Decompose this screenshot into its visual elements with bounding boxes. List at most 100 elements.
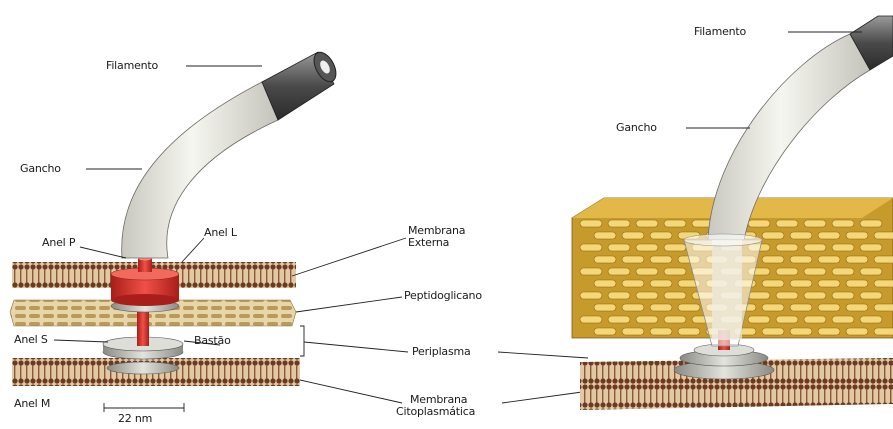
peptidoglycan-cell xyxy=(636,316,658,323)
peptidoglycan-cell xyxy=(762,232,784,239)
peptidoglycan-cell xyxy=(664,268,686,275)
peptidoglycan-cell xyxy=(664,220,686,227)
peptidoglycan-cell xyxy=(790,232,812,239)
peptidoglycan-cell xyxy=(818,256,840,263)
peptidoglycan-cell xyxy=(832,220,854,227)
label-peptidoglicano: Peptidoglicano xyxy=(404,290,482,302)
left-hook xyxy=(122,82,278,258)
peptidoglycan-cell xyxy=(832,292,854,299)
peptidoglycan-cell xyxy=(622,256,644,263)
peptidoglycan-cell xyxy=(804,268,826,275)
peptidoglycan-cell xyxy=(776,268,798,275)
peptidoglycan-cell xyxy=(860,292,882,299)
peptidoglycan-cell xyxy=(846,280,868,287)
peptidoglycan-cell xyxy=(832,244,854,251)
middle-leader-lines xyxy=(292,238,588,403)
peptidoglycan-cell xyxy=(664,292,686,299)
peptidoglycan-cell xyxy=(776,244,798,251)
peptidoglycan-cell xyxy=(636,268,658,275)
peptidoglycan-cell xyxy=(678,304,700,311)
peptidoglycan-cell xyxy=(622,304,644,311)
peptidoglycan-cell xyxy=(594,280,616,287)
peptidoglycan-cell xyxy=(790,256,812,263)
left-label-anel-m: Anel M xyxy=(14,398,50,410)
peptidoglycan-cell xyxy=(874,256,893,263)
peptidoglycan-cell xyxy=(846,256,868,263)
peptidoglycan-cell xyxy=(874,232,893,239)
peptidoglycan-cell xyxy=(650,304,672,311)
peptidoglycan-cell xyxy=(748,292,770,299)
peptidoglycan-cell xyxy=(664,244,686,251)
peptidoglycan-cell xyxy=(762,328,784,335)
peptidoglycan-cell xyxy=(832,268,854,275)
peptidoglycan-cell xyxy=(860,244,882,251)
peptidoglycan-cell xyxy=(580,292,602,299)
left-label-bastao: Bastão xyxy=(194,335,231,347)
peptidoglycan-cell xyxy=(762,304,784,311)
peptidoglycan-cell xyxy=(650,256,672,263)
peptidoglycan-cell xyxy=(636,292,658,299)
peptidoglycan-cell xyxy=(804,292,826,299)
right-label-filamento: Filamento xyxy=(694,26,746,38)
left-label-filamento: Filamento xyxy=(106,60,158,72)
peptidoglycan-cell xyxy=(678,328,700,335)
peptidoglycan-cell xyxy=(650,232,672,239)
peptidoglycan-cell xyxy=(650,280,672,287)
peptidoglycan-cell xyxy=(594,256,616,263)
peptidoglycan-cell xyxy=(608,316,630,323)
peptidoglycan-cell xyxy=(664,316,686,323)
peptidoglycan-cell xyxy=(846,304,868,311)
left-label-anel-p: Anel P xyxy=(42,237,75,249)
peptidoglycan-cell xyxy=(580,268,602,275)
peptidoglycan-cell xyxy=(594,304,616,311)
peptidoglycan-cell xyxy=(594,328,616,335)
peptidoglycan-cell xyxy=(818,280,840,287)
peptidoglycan-cell xyxy=(762,256,784,263)
peptidoglycan-cell xyxy=(804,316,826,323)
peptidoglycan-cell xyxy=(608,244,630,251)
peptidoglycan-cell xyxy=(776,220,798,227)
peptidoglycan-cell xyxy=(790,304,812,311)
peptidoglycan-cell xyxy=(594,232,616,239)
peptidoglycan-cell xyxy=(748,316,770,323)
peptidoglycan-cell xyxy=(622,328,644,335)
peptidoglycan-cell xyxy=(860,220,882,227)
peptidoglycan-cell xyxy=(846,232,868,239)
peptidoglycan-cell xyxy=(846,328,868,335)
left-label-anel-s: Anel S xyxy=(14,334,48,346)
peptidoglycan-cell xyxy=(790,328,812,335)
peptidoglycan-cell xyxy=(580,316,602,323)
peptidoglycan-cell xyxy=(860,268,882,275)
peptidoglycan-cell xyxy=(622,232,644,239)
peptidoglycan-cell xyxy=(874,280,893,287)
peptidoglycan-cell xyxy=(608,268,630,275)
peptidoglycan-cell xyxy=(832,316,854,323)
peptidoglycan-cell xyxy=(608,220,630,227)
peptidoglycan-cell xyxy=(874,304,893,311)
peptidoglycan-cell xyxy=(608,292,630,299)
peptidoglycan-cell xyxy=(818,328,840,335)
peptidoglycan-cell xyxy=(636,220,658,227)
right-label-gancho: Gancho xyxy=(616,122,657,134)
peptidoglycan-cell xyxy=(622,280,644,287)
label-membrana-externa-line2: Externa xyxy=(408,237,449,249)
peptidoglycan-cell xyxy=(860,316,882,323)
peptidoglycan-cell xyxy=(804,220,826,227)
peptidoglycan-cell xyxy=(804,244,826,251)
label-periplasma: Periplasma xyxy=(412,346,471,358)
label-membrana-citoplasmatica-line2: Citoplasmática xyxy=(396,406,475,418)
peptidoglycan-cell xyxy=(580,220,602,227)
peptidoglycan-cell xyxy=(650,328,672,335)
peptidoglycan-cell xyxy=(818,304,840,311)
peptidoglycan-cell xyxy=(874,328,893,335)
peptidoglycan-cell xyxy=(776,292,798,299)
peptidoglycan-cell xyxy=(748,220,770,227)
peptidoglycan-cell xyxy=(818,232,840,239)
scale-bar-label: 22 nm xyxy=(118,413,152,425)
peptidoglycan-cell xyxy=(580,244,602,251)
left-label-anel-l: Anel L xyxy=(204,227,237,239)
peptidoglycan-cell xyxy=(636,244,658,251)
peptidoglycan-cell xyxy=(790,280,812,287)
peptidoglycan-cell xyxy=(776,316,798,323)
